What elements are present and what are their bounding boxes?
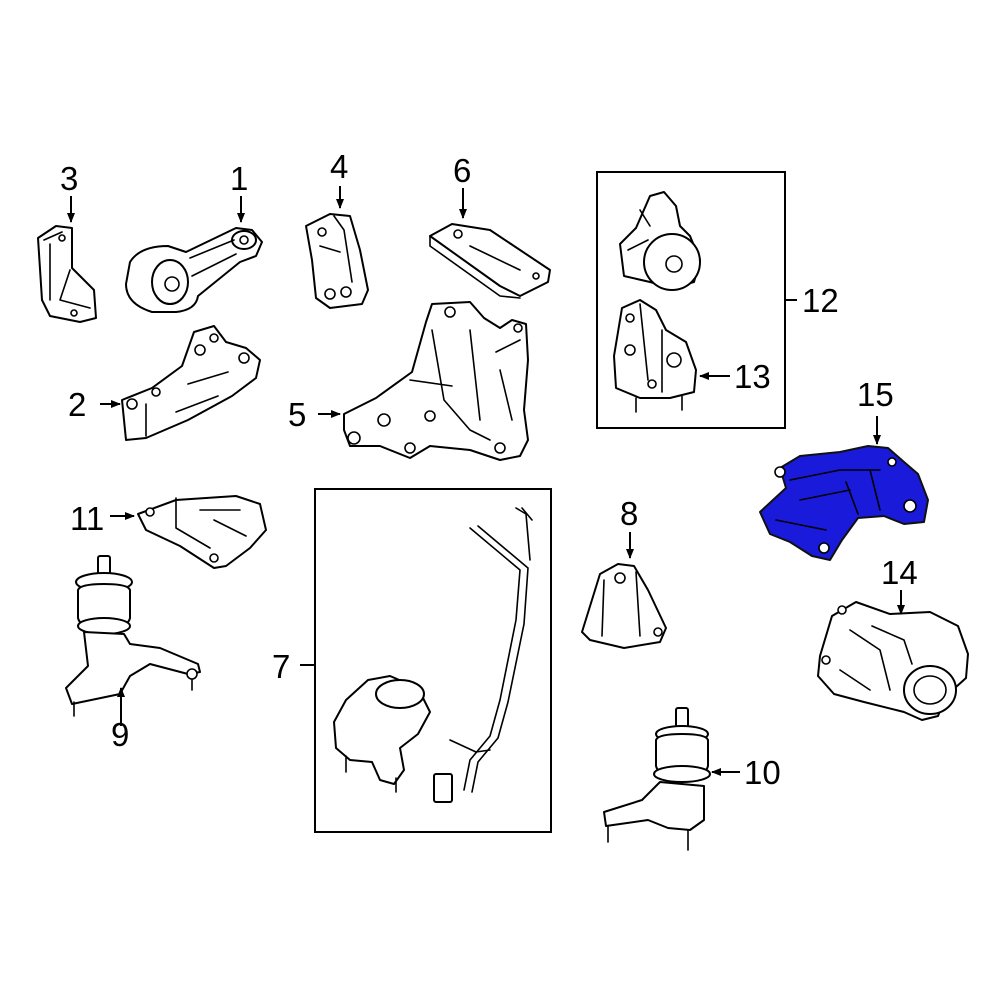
part-14-housing[interactable] xyxy=(817,601,969,721)
part-6-plate[interactable] xyxy=(429,223,551,299)
part-12-mount[interactable] xyxy=(619,191,701,291)
part-9-engine-mount[interactable] xyxy=(65,555,201,717)
part-5-large-bracket[interactable] xyxy=(343,301,529,461)
part-13-bracket[interactable] xyxy=(613,299,697,413)
part-15-bracket-highlighted[interactable] xyxy=(759,445,929,561)
callout-11[interactable]: 11 xyxy=(70,500,104,537)
part-1-torque-rod[interactable] xyxy=(125,227,263,313)
part-4-bracket[interactable] xyxy=(305,213,369,309)
callout-8[interactable]: 8 xyxy=(620,495,638,532)
callout-14[interactable]: 14 xyxy=(881,554,918,591)
part-10-engine-mount[interactable] xyxy=(603,707,711,851)
callout-2[interactable]: 2 xyxy=(68,386,86,423)
callout-13[interactable]: 13 xyxy=(734,358,771,395)
callout-10[interactable]: 10 xyxy=(744,754,781,791)
callout-6[interactable]: 6 xyxy=(453,152,471,189)
part-2-bracket[interactable] xyxy=(121,325,261,441)
part-11-bracket[interactable] xyxy=(137,495,267,569)
group-box-7 xyxy=(314,488,552,833)
callout-5[interactable]: 5 xyxy=(288,396,306,433)
callout-3[interactable]: 3 xyxy=(60,160,78,197)
callout-15[interactable]: 15 xyxy=(857,376,894,413)
callout-4[interactable]: 4 xyxy=(330,148,348,185)
part-7-vacuum-assembly[interactable] xyxy=(333,507,533,803)
part-8-bracket[interactable] xyxy=(581,563,667,649)
callout-12[interactable]: 12 xyxy=(802,282,839,319)
callout-1[interactable]: 1 xyxy=(230,160,248,197)
callout-7[interactable]: 7 xyxy=(272,648,290,685)
part-3-bracket[interactable] xyxy=(37,225,97,323)
callout-9[interactable]: 9 xyxy=(111,716,129,753)
